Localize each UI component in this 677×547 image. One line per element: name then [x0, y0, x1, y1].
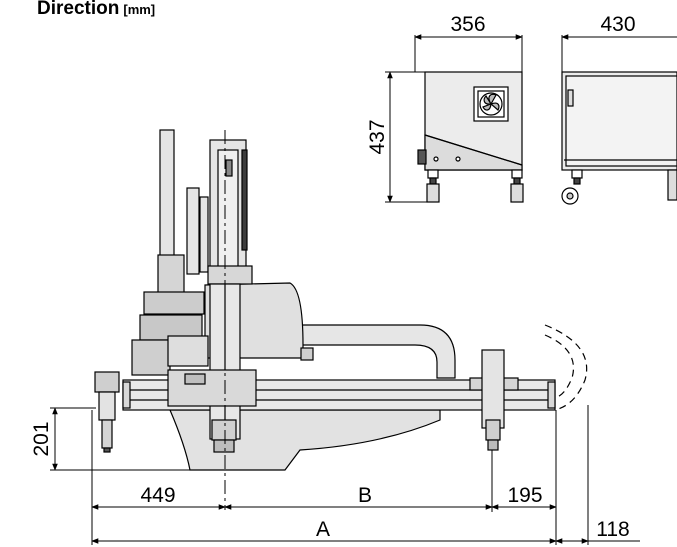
dim-right-offset: 195 [507, 484, 542, 507]
fan-icon [473, 86, 509, 122]
dim-control-height: 437 [366, 119, 389, 154]
dim-arm-height: 201 [30, 421, 53, 456]
robot-mechanism [94, 129, 556, 471]
dim-control-width: 356 [450, 13, 485, 36]
cable-bend-dashed [544, 324, 588, 411]
page-title: Direction[mm] [37, 0, 155, 20]
dim-control-depth: 430 [600, 13, 635, 36]
dim-left-offset: 449 [140, 484, 175, 507]
title-text: Direction [37, 0, 120, 19]
dim-stroke-b: B [358, 484, 372, 507]
dimension-lines [50, 34, 677, 545]
cable-bend-dashed-inner [544, 334, 574, 399]
dim-total-a: A [316, 518, 330, 541]
dim-cable-overhang: 118 [596, 518, 629, 541]
control-box-front-view [417, 71, 524, 203]
title-unit: [mm] [123, 2, 156, 17]
control-box-side-view [561, 71, 677, 205]
